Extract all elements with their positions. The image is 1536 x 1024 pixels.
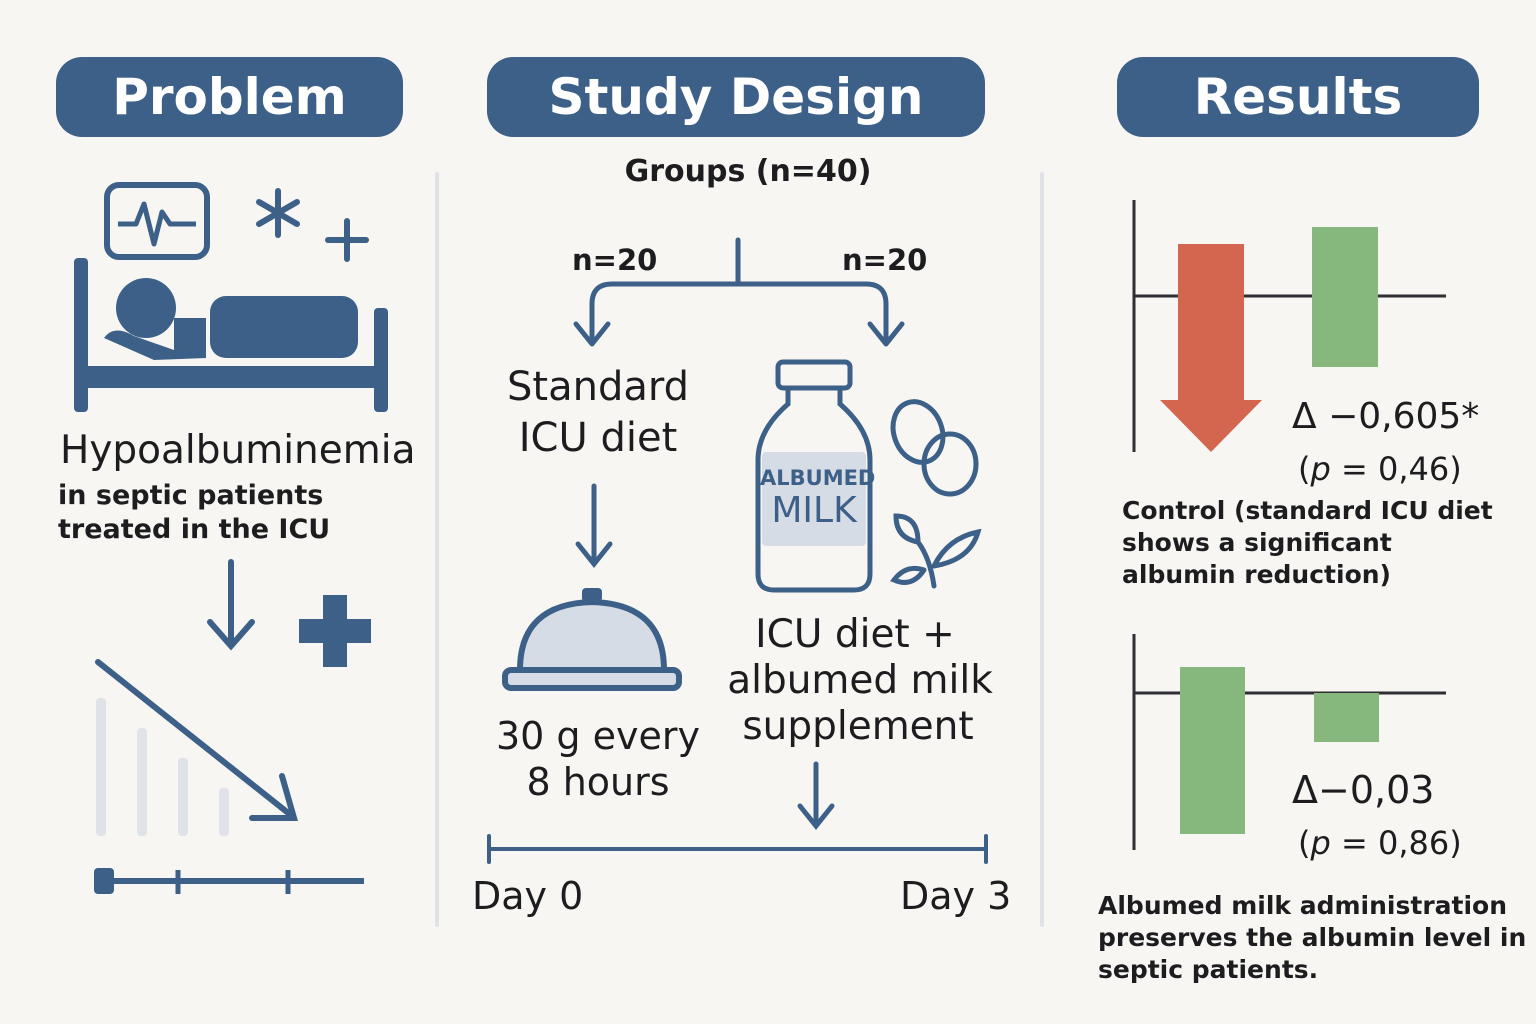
control-bar-chart (1132, 200, 1446, 452)
problem-description-line2: treated in the ICU (58, 514, 331, 545)
column-divider-right (1040, 172, 1044, 927)
milk-bottle-icon (755, 359, 873, 593)
intervention-bar-chart (1132, 634, 1446, 850)
control-caption-line3: albumin reduction) (1122, 560, 1391, 589)
groups-label: Groups (n=40) (624, 154, 872, 189)
intervention-p-var: p (1310, 824, 1331, 862)
left-group-title-line2: ICU diet (518, 415, 678, 461)
food-cloche-icon (502, 588, 682, 691)
left-group-n-label: n=20 (572, 243, 658, 277)
sprout-icon (890, 513, 982, 589)
asterisk-icon (256, 188, 300, 238)
intervention-change-bar (1314, 693, 1379, 742)
left-down-arrow-icon (575, 483, 613, 569)
control-p-suffix: = 0,46) (1330, 450, 1462, 488)
timeline-start-label: Day 0 (472, 874, 584, 918)
results-header: Results (1117, 57, 1479, 137)
right-group-n-label: n=20 (842, 243, 928, 277)
intervention-caption-line3: septic patients. (1098, 955, 1319, 984)
intervention-baseline-bar (1180, 667, 1245, 834)
problem-description-line1: in septic patients (58, 480, 324, 511)
left-group-title-line1: Standard (507, 364, 689, 410)
timeline-icon (94, 868, 364, 894)
group-split-arrow (573, 237, 905, 347)
control-caption-line2: shows a significant (1122, 528, 1392, 557)
right-down-arrow-icon (797, 761, 835, 831)
intervention-delta: Δ−0,03 (1292, 768, 1435, 812)
study-design-header-label: Study Design (548, 68, 924, 126)
right-group-title-line2: albumed milk (727, 658, 993, 703)
results-header-label: Results (1193, 68, 1403, 126)
right-group-title-line1: ICU diet + (755, 612, 955, 657)
down-arrow-icon (207, 559, 255, 651)
problem-title: Hypoalbuminemia (60, 428, 416, 473)
eggs-icon (890, 399, 979, 497)
control-p-var: p (1310, 450, 1331, 488)
control-delta: Δ −0,605* (1292, 396, 1480, 437)
control-comparison-bar (1312, 227, 1378, 367)
study-design-header: Study Design (487, 57, 985, 137)
problem-header: Problem (56, 57, 403, 137)
intervention-p-suffix: = 0,86) (1330, 824, 1462, 862)
intervention-p-value: (p = 0,86) (1298, 824, 1462, 862)
plus-icon (325, 218, 369, 262)
heart-monitor-icon (104, 182, 210, 260)
control-caption-line1: Control (standard ICU diet (1122, 496, 1493, 525)
intervention-caption-line1: Albumed milk administration (1098, 891, 1508, 920)
intervention-p-prefix: ( (1298, 824, 1311, 862)
control-p-value: (p = 0,46) (1298, 450, 1462, 488)
column-divider-left (435, 172, 439, 927)
declining-trend-icon (95, 659, 298, 836)
intervention-caption-line2: preserves the albumin level in (1098, 923, 1527, 952)
control-p-prefix: ( (1298, 450, 1311, 488)
left-group-dose-line1: 30 g every (496, 714, 700, 758)
control-decrease-arrow (1160, 244, 1262, 452)
study-timeline (487, 834, 988, 864)
bottle-label-main: MILK (771, 490, 857, 531)
medical-cross-icon (299, 595, 371, 667)
patient-bed-icon (74, 258, 388, 412)
left-group-dose-line2: 8 hours (526, 760, 670, 804)
problem-header-label: Problem (112, 68, 347, 126)
right-group-title-line3: supplement (742, 704, 974, 749)
timeline-end-label: Day 3 (900, 874, 1012, 918)
bottle-label-top: ALBUMED (760, 466, 876, 490)
